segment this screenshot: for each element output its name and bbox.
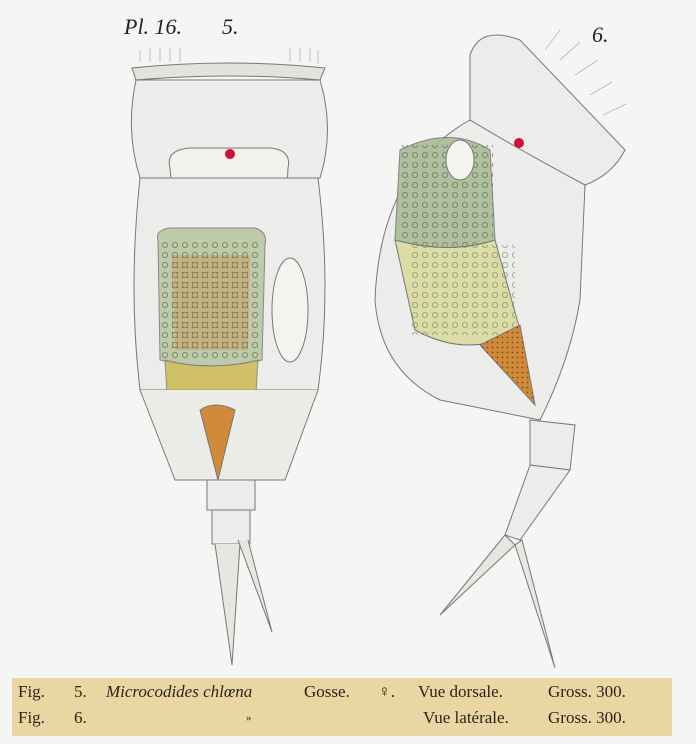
view-label: Vue latérale. bbox=[423, 708, 509, 727]
ditto-mark: » bbox=[246, 712, 252, 724]
figure-6-lateral-view bbox=[374, 29, 627, 669]
plate-label: Pl. 16. bbox=[124, 14, 183, 39]
fig-label: Fig. bbox=[18, 708, 45, 727]
species-name: Microcodides chlœna bbox=[106, 682, 253, 701]
figure-caption: Fig. 5. Microcodides chlœna Gosse. ♀. Vu… bbox=[12, 678, 672, 736]
magnification: Gross. 300. bbox=[548, 682, 626, 701]
figure-6-eyespot bbox=[514, 138, 524, 148]
fig-number: 5. bbox=[74, 682, 87, 701]
fig-number: 6. bbox=[74, 708, 87, 727]
figure-5-number: 5. bbox=[222, 14, 239, 39]
caption-row-fig6: Fig. 6. » Vue latérale. Gross. 300. bbox=[18, 708, 668, 734]
author: Gosse. bbox=[304, 682, 350, 701]
magnification: Gross. 300. bbox=[548, 708, 626, 727]
caption-row-fig5: Fig. 5. Microcodides chlœna Gosse. ♀. Vu… bbox=[18, 682, 668, 708]
view-label: Vue dorsale. bbox=[418, 682, 503, 701]
figure-5-dorsal-view bbox=[130, 48, 328, 666]
figure-6-number: 6. bbox=[592, 22, 609, 47]
figure-5-eyespot bbox=[225, 149, 235, 159]
sex-symbol: ♀. bbox=[378, 682, 395, 701]
fig-label: Fig. bbox=[18, 682, 45, 701]
